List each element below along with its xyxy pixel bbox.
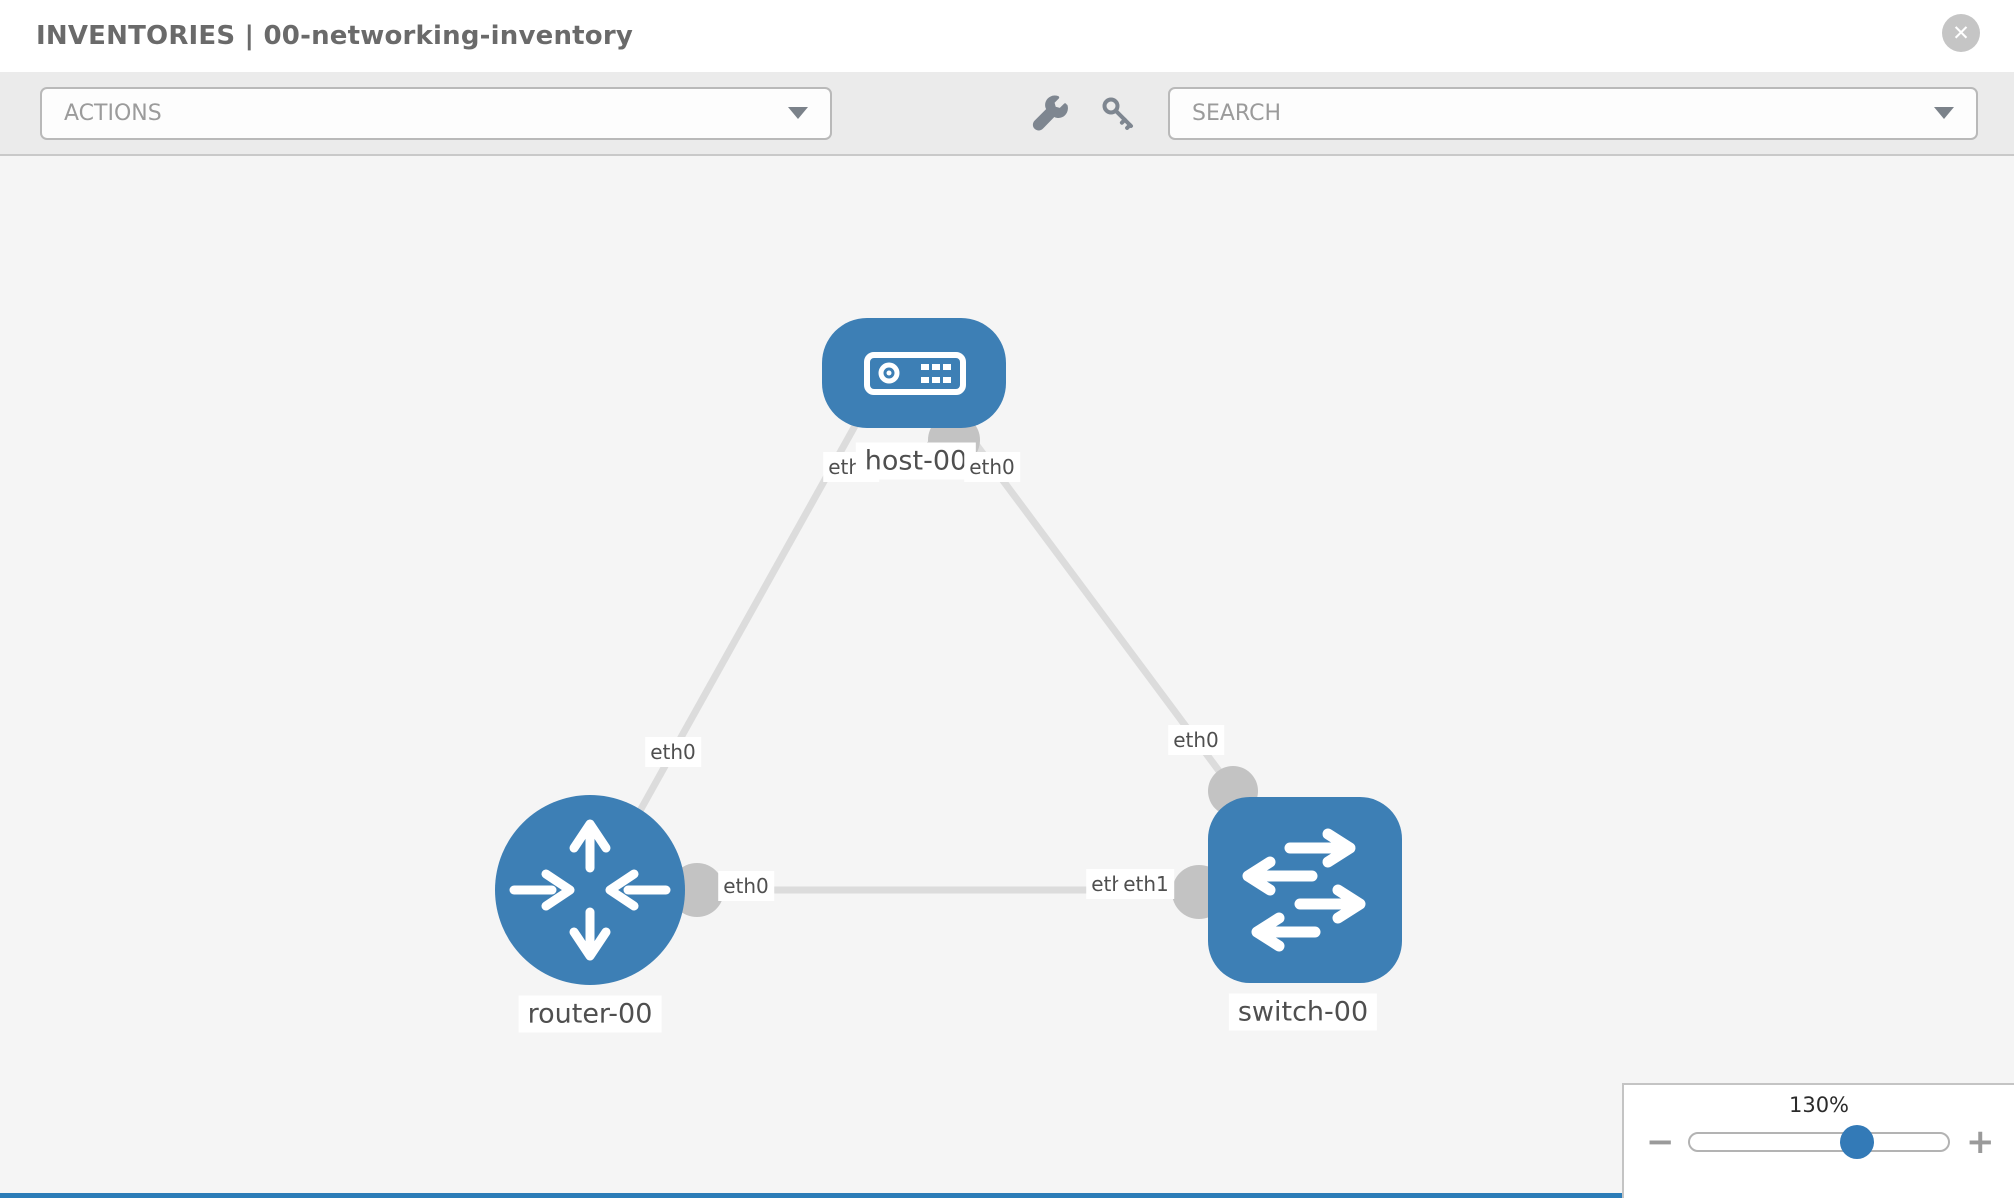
search-dropdown-label: SEARCH <box>1192 100 1282 126</box>
switch-icon <box>1242 828 1366 952</box>
node-label-router: router-00 <box>518 995 662 1033</box>
node-label-host: host-00 <box>855 442 977 480</box>
actions-dropdown[interactable]: ACTIONS <box>40 86 832 140</box>
interface-label-router-eth0-right: eth0 <box>718 871 774 901</box>
node-switch[interactable] <box>1208 797 1402 983</box>
caret-down-icon <box>1934 107 1954 119</box>
zoom-panel: 130% − + <box>1622 1083 2014 1198</box>
interface-label-router-eth0-up: eth0 <box>645 737 701 767</box>
actions-dropdown-label: ACTIONS <box>64 100 162 126</box>
minus-icon: − <box>1646 1122 1675 1162</box>
network-svg <box>495 318 1402 985</box>
zoom-slider-handle[interactable] <box>1839 1125 1874 1159</box>
node-label-switch: switch-00 <box>1228 993 1378 1031</box>
zoom-out-button[interactable]: − <box>1646 1122 1675 1162</box>
interface-label-host-eth0-right: eth0 <box>964 452 1020 482</box>
edge-host-router[interactable] <box>594 422 860 888</box>
wrench-icon <box>1032 95 1068 131</box>
host-icon <box>864 352 966 395</box>
credentials-button[interactable] <box>1098 93 1138 133</box>
plus-icon: + <box>1966 1122 1995 1162</box>
search-dropdown[interactable]: SEARCH <box>1168 86 1978 140</box>
topology-canvas[interactable]: eth0 host-00 eth0 eth0 eth0 eth0 eth0 et… <box>0 156 2014 1198</box>
caret-down-icon <box>788 107 808 119</box>
zoom-level: 130% <box>1788 1093 1850 1117</box>
key-icon <box>1102 97 1133 130</box>
key-bar <box>0 1193 1622 1198</box>
close-button[interactable]: ✕ <box>1942 14 1980 52</box>
page-header: INVENTORIES | 00-networking-inventory ✕ <box>0 0 2014 72</box>
interface-label-switch-eth1-left: eth1 <box>1118 869 1174 899</box>
zoom-slider-row: − + <box>1624 1125 2014 1159</box>
close-icon: ✕ <box>1952 21 1970 45</box>
interface-label-switch-eth0-up: eth0 <box>1168 725 1224 755</box>
zoom-slider-track[interactable] <box>1688 1125 1950 1159</box>
configure-button[interactable] <box>1030 93 1070 133</box>
page-title: INVENTORIES | 00-networking-inventory <box>36 21 634 51</box>
zoom-in-button[interactable]: + <box>1966 1122 1995 1162</box>
toolbar: ACTIONS SEARCH <box>0 72 2014 156</box>
node-host[interactable] <box>822 318 1006 428</box>
node-router[interactable] <box>495 795 685 985</box>
router-icon <box>509 819 671 961</box>
